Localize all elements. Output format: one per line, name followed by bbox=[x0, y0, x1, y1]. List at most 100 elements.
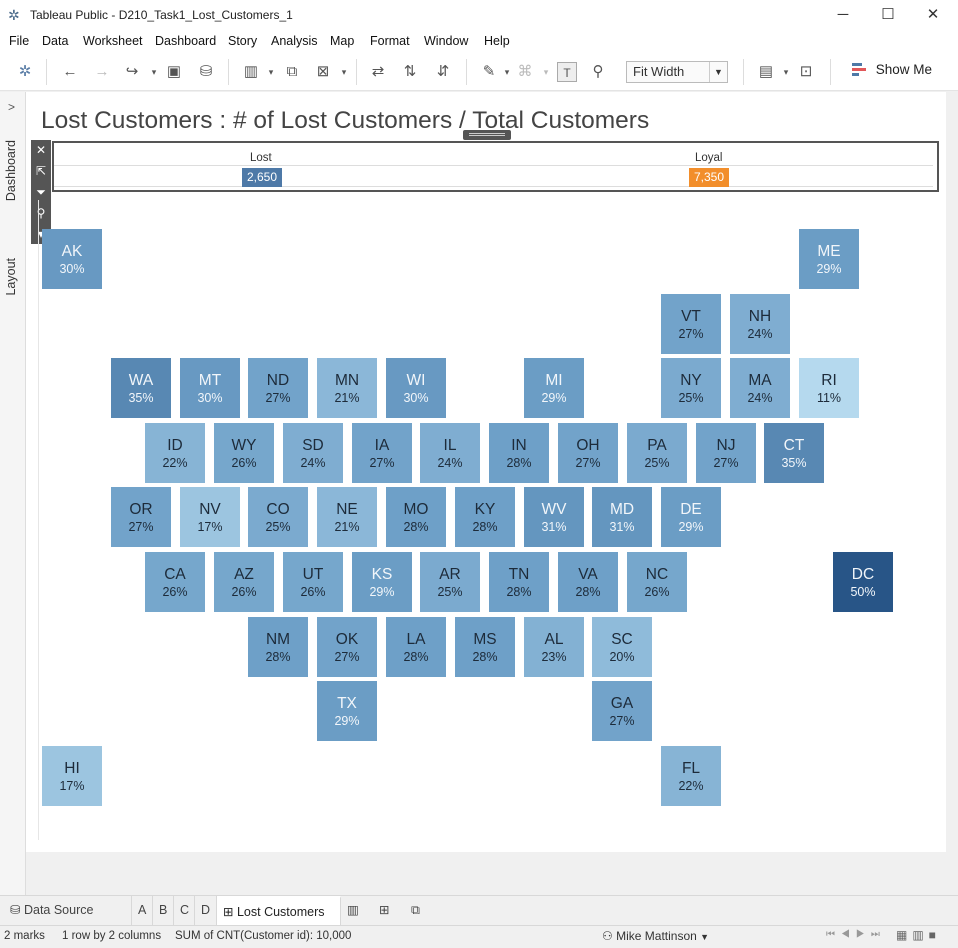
tab-sheet-d[interactable]: D bbox=[195, 896, 217, 925]
menu-format[interactable]: Format bbox=[370, 34, 410, 48]
replay-icon[interactable]: ↪ bbox=[125, 63, 139, 80]
tableau-home-icon[interactable]: ✲ bbox=[18, 63, 32, 80]
menu-dashboard[interactable]: Dashboard bbox=[155, 34, 217, 48]
new-data-source-icon[interactable]: ⛁ bbox=[199, 63, 213, 80]
new-dashboard-tab-icon[interactable]: ⊞ bbox=[379, 903, 390, 917]
new-worksheet-icon[interactable]: ▥ bbox=[243, 63, 259, 80]
presentation-mode-icon[interactable]: ⊡ bbox=[799, 63, 813, 80]
fit-width-select[interactable]: Fit Width ▼ bbox=[626, 61, 728, 83]
clear-sheet-icon[interactable]: ⊠ bbox=[316, 63, 330, 80]
remove-icon[interactable]: ✕ bbox=[35, 143, 47, 157]
sort-ascending-icon[interactable]: ⇅ bbox=[403, 63, 417, 80]
tab-lost-customers[interactable]: ⊞ Lost Customers bbox=[217, 896, 341, 925]
expand-panel-icon[interactable]: > bbox=[8, 100, 16, 114]
tab-sheet-c[interactable]: C bbox=[174, 896, 195, 925]
menu-story[interactable]: Story bbox=[228, 34, 258, 48]
highlight-icon[interactable]: ✎ bbox=[482, 63, 496, 80]
menu-map[interactable]: Map bbox=[330, 34, 355, 48]
menu-window[interactable]: Window bbox=[424, 34, 469, 48]
tab-sheet-a[interactable]: A bbox=[132, 896, 153, 925]
side-tab-dashboard[interactable]: Dashboard bbox=[4, 140, 18, 202]
replay-dropdown-icon[interactable]: ▾ bbox=[151, 67, 157, 77]
legend-value-loyal[interactable]: 7,350 bbox=[689, 168, 729, 187]
pin-icon[interactable]: ⚲ bbox=[36, 206, 46, 220]
more-options-icon[interactable]: ▾ bbox=[37, 227, 45, 241]
minimize-button[interactable]: ─ bbox=[837, 6, 849, 23]
fix-axes-pin-icon[interactable]: ⚲ bbox=[592, 63, 604, 80]
undo-icon[interactable]: ← bbox=[62, 63, 78, 80]
tab-data-source[interactable]: ⛁ Data Source bbox=[0, 896, 132, 925]
legend-value-lost[interactable]: 2,650 bbox=[242, 168, 282, 187]
show-mark-labels-icon[interactable]: T bbox=[557, 62, 577, 82]
close-button[interactable]: ✕ bbox=[926, 6, 940, 23]
show-cards-icon[interactable]: ▤ bbox=[758, 63, 774, 80]
new-story-tab-icon[interactable]: ⧉ bbox=[411, 903, 420, 917]
menu-file[interactable]: File bbox=[9, 34, 30, 48]
show-me-button[interactable]: Show Me bbox=[852, 62, 932, 77]
highlight-dropdown-icon[interactable]: ▾ bbox=[504, 67, 510, 77]
maximize-button[interactable]: ☐ bbox=[881, 6, 895, 23]
use-as-filter-icon[interactable]: ⏷ bbox=[36, 185, 46, 199]
duplicate-sheet-icon[interactable]: ⧉ bbox=[286, 63, 298, 80]
menu-help[interactable]: Help bbox=[484, 34, 510, 48]
sheet-navigation[interactable]: ⏮◀▶⏭ bbox=[826, 929, 886, 940]
sort-descending-icon[interactable]: ⇵ bbox=[436, 63, 450, 80]
new-worksheet-dropdown-icon[interactable]: ▾ bbox=[268, 67, 274, 77]
user-menu[interactable]: ⚇ Mike Mattinson ▼ bbox=[596, 925, 718, 947]
new-worksheet-tab-icon[interactable]: ▥ bbox=[347, 903, 359, 917]
save-icon[interactable]: ▣ bbox=[166, 63, 182, 80]
group-dropdown-icon[interactable]: ▾ bbox=[543, 67, 549, 77]
side-tab-layout[interactable]: Layout bbox=[4, 258, 18, 296]
lost-loyal-legend[interactable]: Lost 2,650 Loyal 7,350 bbox=[52, 141, 939, 192]
menu-worksheet[interactable]: Worksheet bbox=[83, 34, 143, 48]
swap-rows-columns-icon[interactable]: ⇄ bbox=[371, 63, 385, 80]
redo-icon[interactable]: → bbox=[94, 63, 110, 80]
clear-dropdown-icon[interactable]: ▾ bbox=[341, 67, 347, 77]
sheet-view-buttons[interactable]: ▦▥■ bbox=[896, 928, 941, 942]
